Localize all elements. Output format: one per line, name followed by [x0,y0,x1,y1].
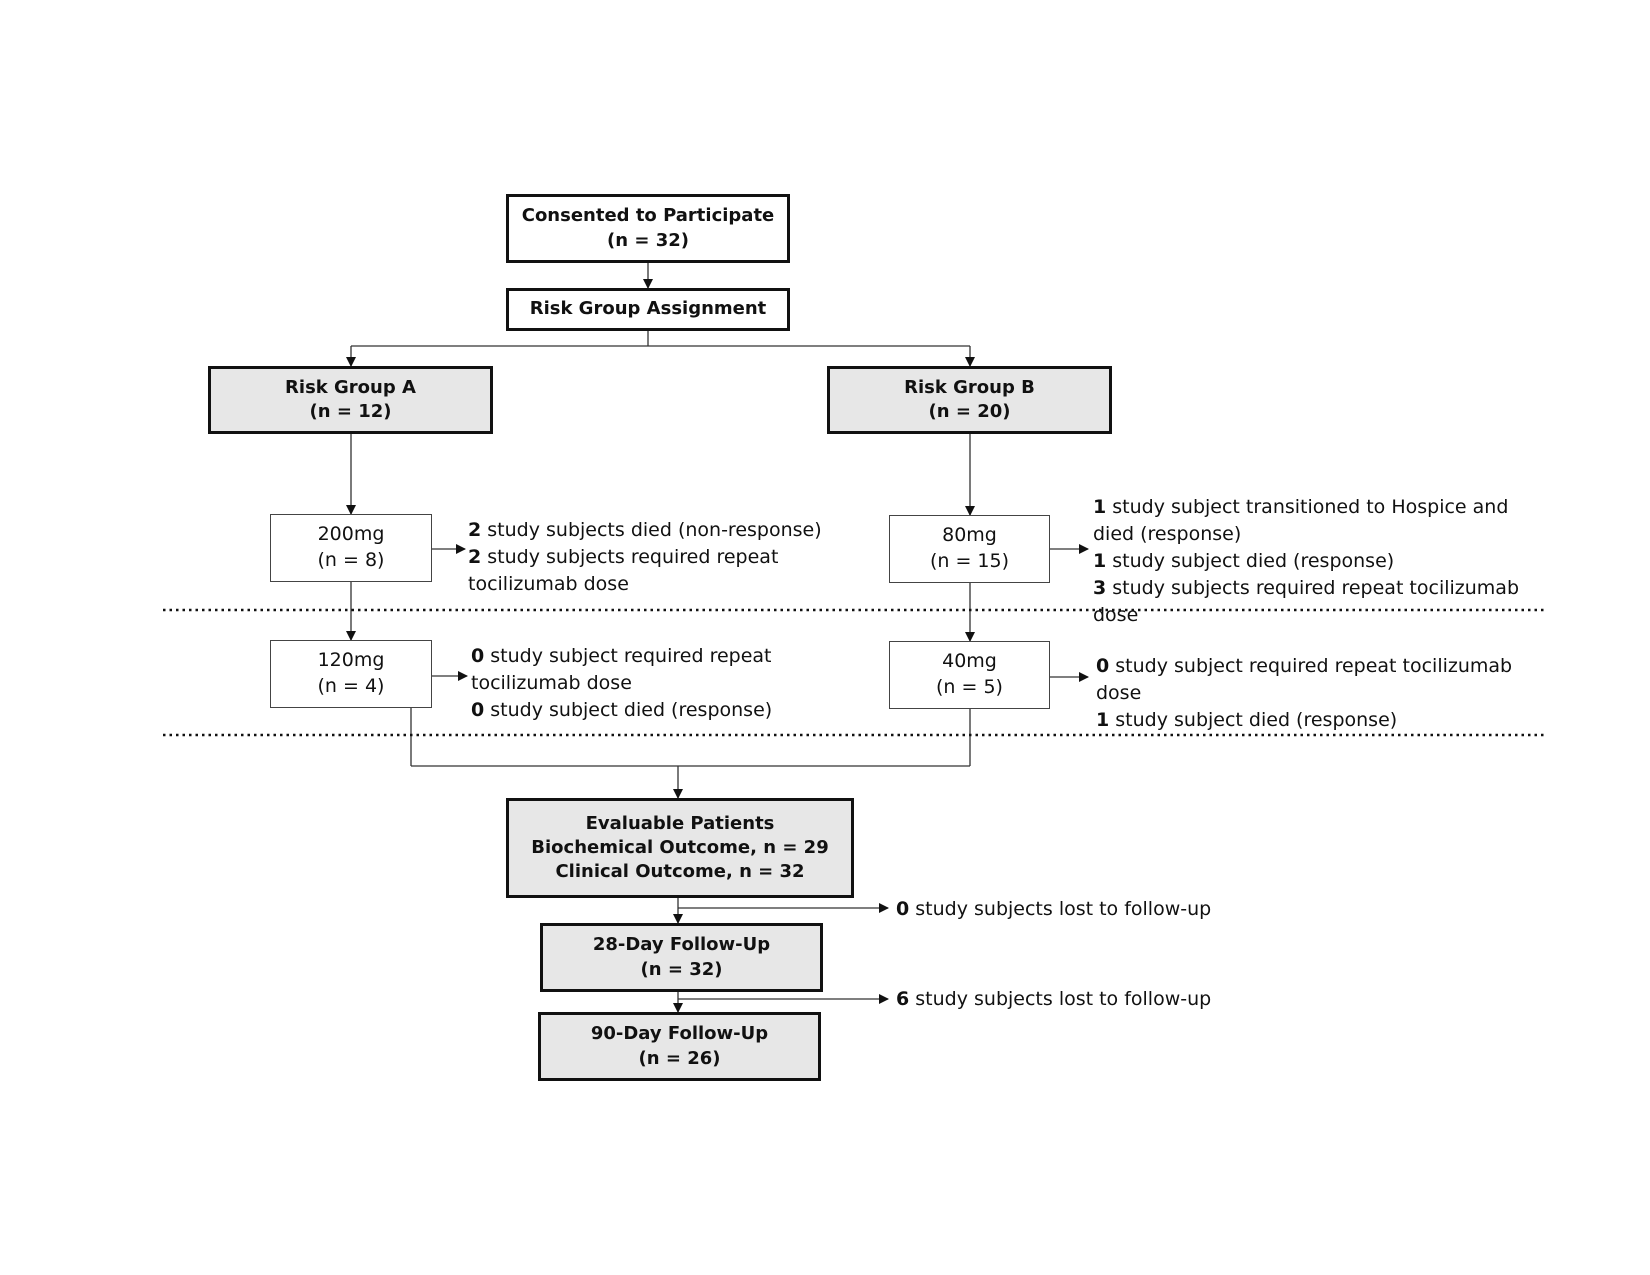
consent-title: Consented to Participate [521,205,775,227]
followup-28-box: 28-Day Follow-Up (n = 32) [540,923,823,992]
dose-80mg-box: 80mg (n = 15) [889,515,1050,583]
dose-200mg-label: 200mg [317,523,385,546]
note-lost-28: 0 study subjects lost to follow-up [896,898,1212,920]
note-120mg: 0 study subject required repeat tocilizu… [471,643,881,724]
evaluable-title: Evaluable Patients [585,812,775,834]
note-line: 1 study subject died (response) [1093,549,1395,572]
dose-80mg-count: (n = 15) [929,550,1010,572]
consent-box: Consented to Participate (n = 32) [506,194,790,263]
note-40mg: 0 study subject required repeat tocilizu… [1096,653,1556,734]
assignment-title: Risk Group Assignment [529,298,767,320]
followup-28-title: 28-Day Follow-Up [592,934,771,956]
consent-count: (n = 32) [607,229,689,251]
evaluable-box: Evaluable Patients Biochemical Outcome, … [506,798,854,898]
dose-80mg-label: 80mg [942,524,997,547]
note-line: 2 study subjects required repeat tociliz… [468,545,779,595]
risk-group-a-title: Risk Group A [285,376,416,398]
dose-40mg-box: 40mg (n = 5) [889,641,1050,709]
risk-group-b-title: Risk Group B [904,376,1035,398]
note-line: 2 study subjects died (non-response) [468,519,822,541]
clinical-outcome: Clinical Outcome, n = 32 [555,861,805,883]
note-line: 0 study subject required repeat tocilizu… [1096,655,1513,704]
dose-200mg-box: 200mg (n = 8) [270,514,432,582]
followup-90-count: (n = 26) [638,1047,721,1069]
risk-group-b-count: (n = 20) [928,401,1011,422]
risk-group-b-box: Risk Group B (n = 20) [827,366,1112,434]
note-80mg: 1 study subject transitioned to Hospice … [1093,494,1555,629]
note-200mg: 2 study subjects died (non-response) 2 s… [468,517,878,598]
dose-200mg-count: (n = 8) [317,549,385,571]
risk-group-a-count: (n = 12) [309,401,392,422]
dose-120mg-box: 120mg (n = 4) [270,640,432,708]
note-line: 0 study subject died (response) [471,698,773,721]
dose-120mg-count: (n = 4) [317,675,385,697]
note-line: 0 study subject required repeat tocilizu… [471,645,772,694]
dose-120mg-label: 120mg [317,649,385,672]
dose-40mg-label: 40mg [942,650,997,673]
followup-90-title: 90-Day Follow-Up [590,1023,769,1045]
followup-90-box: 90-Day Follow-Up (n = 26) [538,1012,821,1081]
dose-40mg-count: (n = 5) [936,676,1003,698]
risk-group-a-box: Risk Group A (n = 12) [208,366,493,434]
note-line: 1 study subject died (response) [1096,708,1398,731]
note-line: 3 study subjects required repeat tociliz… [1093,576,1520,626]
assignment-box: Risk Group Assignment [506,288,790,331]
note-line: 1 study subject transitioned to Hospice … [1093,496,1509,545]
followup-28-count: (n = 32) [640,958,723,980]
note-lost-90: 6 study subjects lost to follow-up [896,988,1212,1010]
biochemical-outcome: Biochemical Outcome, n = 29 [531,836,829,858]
